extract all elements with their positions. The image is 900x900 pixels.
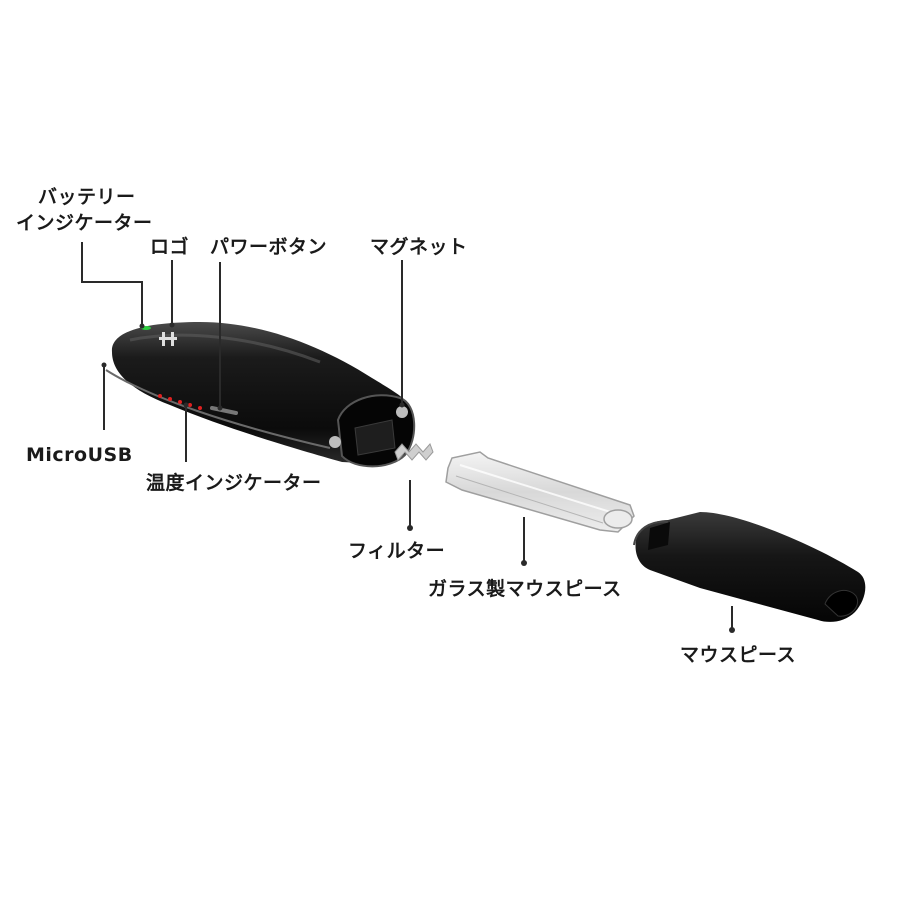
battery-indicator-label-line1: バッテリー [38,186,136,208]
micro-usb-label: MicroUSB [26,444,133,466]
leader-lines [81,242,733,630]
device-body [105,322,416,468]
power-button-icon [210,406,238,415]
logo-label: ロゴ [150,236,190,258]
temperature-led-icon [158,394,202,410]
magnet-label: マグネット [370,236,468,258]
filter-icon [394,443,434,461]
glass-mouthpiece-icon [445,451,635,533]
temperature-indicator-label: 温度インジケーター [146,472,322,494]
mouthpiece-body [633,512,866,622]
glass-mouthpiece-label: ガラス製マウスピース [428,578,622,600]
power-button-label: パワーボタン [210,236,328,258]
battery-indicator-label-line2: インジケーター [16,212,153,234]
magnet-icon [396,406,408,418]
filter-label: フィルター [348,540,446,562]
logo-icon [159,332,177,346]
mouthpiece-label: マウスピース [680,644,797,666]
